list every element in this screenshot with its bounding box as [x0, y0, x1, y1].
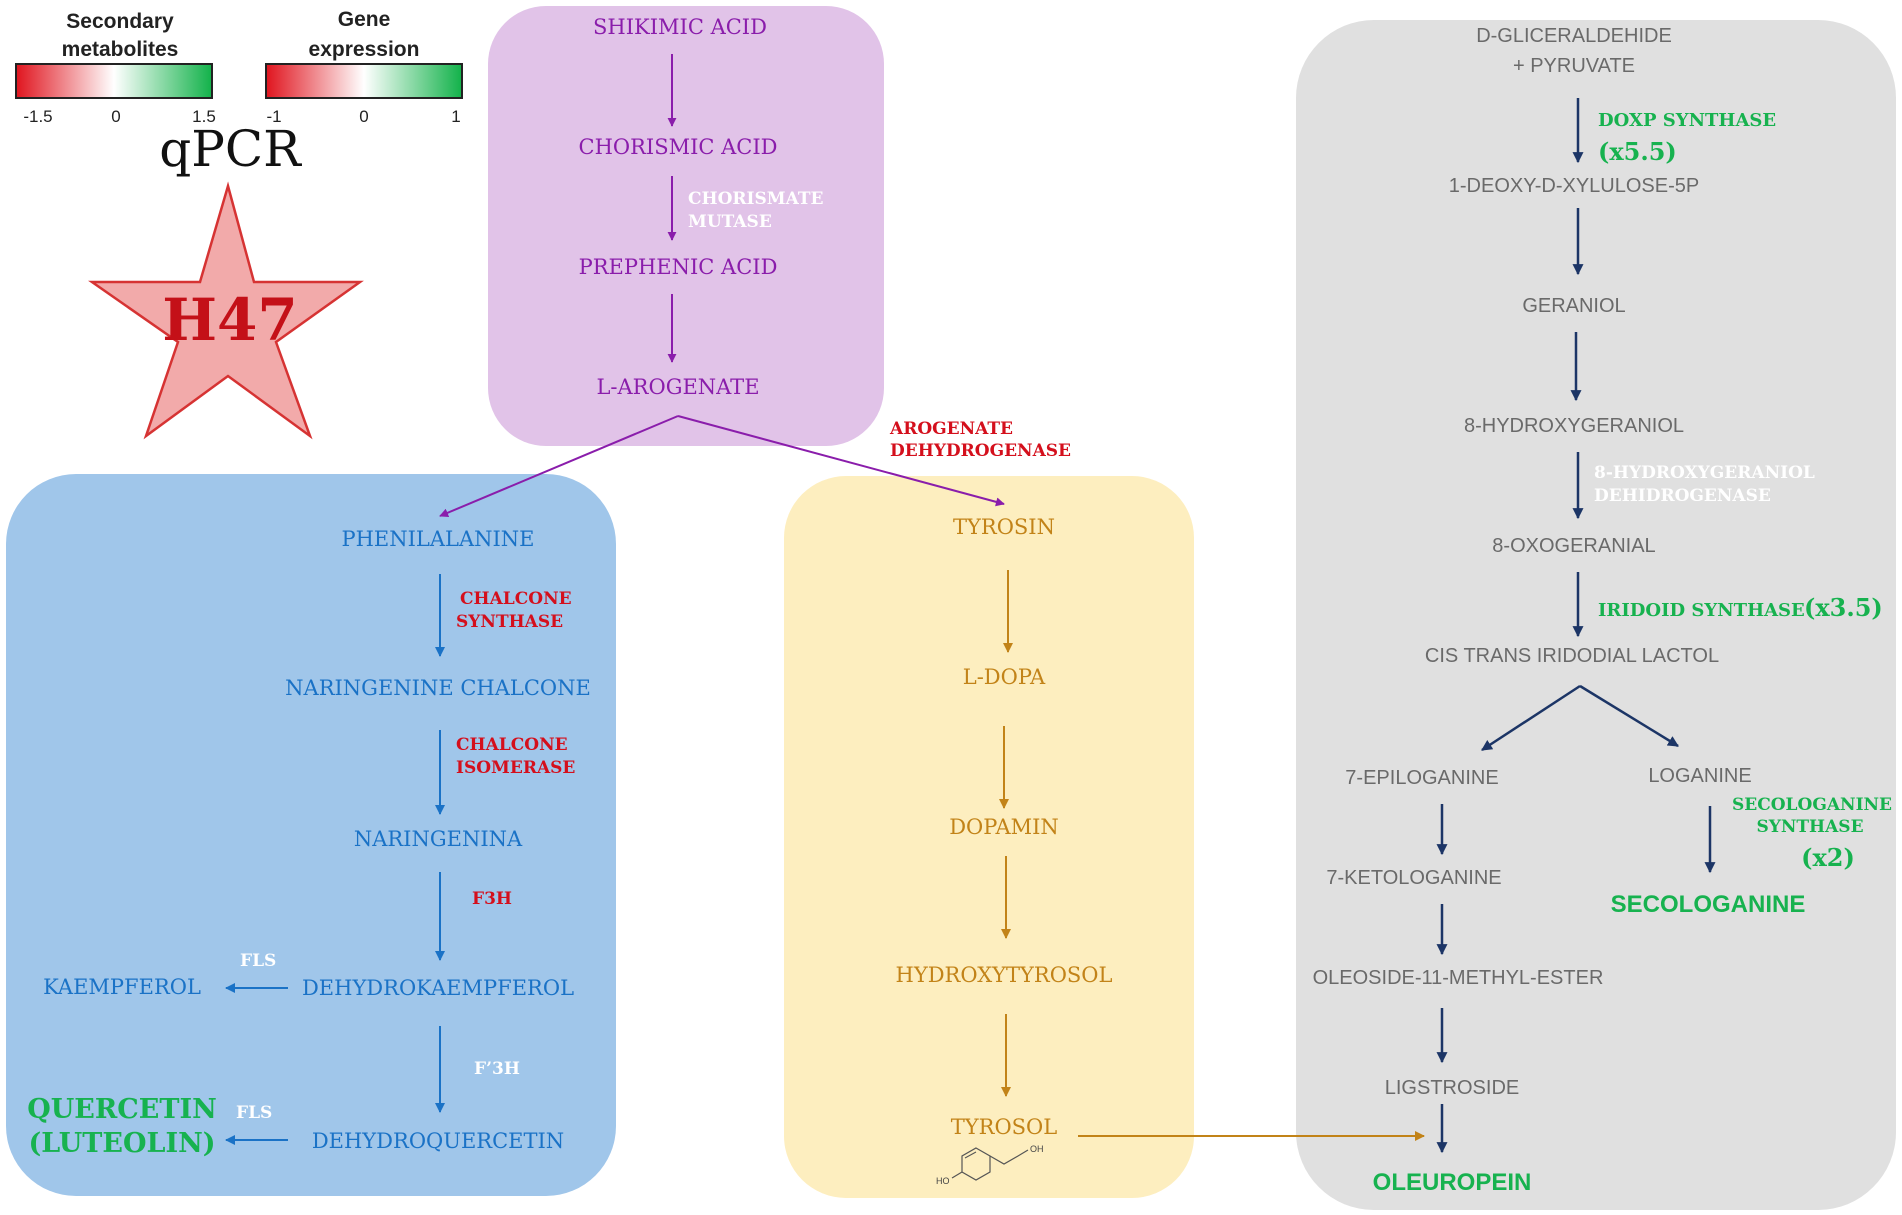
legend-gene-expression: Gene expression -1 0 1	[265, 8, 463, 126]
side-chain	[989, 1149, 1029, 1165]
metabolite-ligstroside: LIGSTROSIDE	[1385, 1077, 1519, 1099]
enzyme-chalcone-isomerase-line2: ISOMERASE	[456, 758, 575, 778]
metabolite-ketologanine: 7-KETOLOGANINE	[1326, 867, 1501, 889]
metabolite-loganine: LOGANINE	[1648, 765, 1751, 787]
enzyme-arogenate-dh-line1: AROGENATE	[889, 419, 1013, 439]
arrow-iridodial-epiloganine	[1481, 684, 1581, 752]
enzyme-arogenate-dh-line2: DEHYDROGENASE	[890, 441, 1071, 461]
sample-star: H47	[88, 181, 364, 440]
metabolite-tyrosol: TYROSOL	[951, 1115, 1058, 1139]
shikimate-pathway: SHIKIMIC ACID CHORISMIC ACID CHORISMATE …	[439, 15, 1071, 518]
phenylpropanoid-pathway-box	[6, 474, 616, 1196]
metabolite-secologanine: SECOLOGANINE	[1611, 891, 1806, 918]
enzyme-iridoid-synthase: IRIDOID SYNTHASE	[1598, 600, 1805, 621]
enzyme-doxp-synthase: DOXP SYNTHASE	[1598, 110, 1776, 131]
legend-secondary-metabolites: Secondary metabolites -1.5 0 1.5	[15, 10, 216, 126]
legend-title-line2: expression	[309, 38, 420, 61]
tyrosol-structure: OH HO	[936, 1144, 1044, 1186]
shikimate-pathway-box	[488, 6, 884, 446]
scale-tick-max: 1.5	[192, 107, 216, 126]
scale-tick-mid: 0	[359, 107, 368, 126]
metabolite-dehydrokaempferol: DEHYDROKAEMPFEROL	[302, 976, 574, 1000]
metabolite-dehydroquercetin: DEHYDROQUERCETIN	[312, 1129, 564, 1153]
metabolite-oleoside: OLEOSIDE-11-METHYL-ESTER	[1313, 967, 1604, 989]
metabolite-gliceraldehide-line1: D-GLICERALDEHIDE	[1476, 25, 1672, 47]
metabolite-oxogeranial: 8-OXOGERANIAL	[1492, 535, 1655, 557]
enzyme-secologanine-synthase-line1: SECOLOGANINE	[1732, 795, 1892, 815]
tyrosol-pathway-box	[784, 476, 1194, 1198]
metabolite-deoxy-xylulose: 1-DEOXY-D-XYLULOSE-5P	[1449, 175, 1699, 197]
metabolite-hydroxytyrosol: HYDROXYTYROSOL	[896, 963, 1113, 987]
metabolite-quercetin-line1: QUERCETIN	[27, 1094, 217, 1125]
enzyme-iridoid-fold-change: (x3.5)	[1804, 593, 1883, 622]
color-scale-bar	[265, 63, 463, 99]
enzyme-secologanine-synthase-line2: SYNTHASE	[1756, 817, 1863, 837]
ho-bond	[951, 1171, 963, 1179]
metabolite-l-arogenate: L-AROGENATE	[596, 375, 759, 399]
ring-inner-bond	[964, 1151, 977, 1159]
enzyme-hgd-line1: 8-HYDROXYGERANIOL	[1594, 463, 1815, 483]
structure-ho-label: HO	[936, 1176, 950, 1186]
structure-oh-label: OH	[1030, 1144, 1044, 1154]
scale-tick-min: -1	[266, 107, 281, 126]
metabolite-l-dopa: L-DOPA	[963, 665, 1046, 689]
legend-title-line1: Secondary	[66, 10, 174, 33]
metabolite-quercetin-line2: (LUTEOLIN)	[28, 1128, 215, 1159]
arrow-iridodial-loganine	[1579, 684, 1679, 748]
star-icon	[88, 181, 364, 440]
phenylpropanoid-pathway: PHENILALANINE CHALCONE SYNTHASE NARINGEN…	[27, 527, 591, 1159]
metabolite-epiloganine: 7-EPILOGANINE	[1345, 767, 1498, 789]
scale-tick-max: 1	[451, 107, 460, 126]
method-label: qPCR	[159, 120, 302, 178]
metabolite-geraniol: GERANIOL	[1522, 295, 1625, 317]
metabolite-hydroxygeraniol: 8-HYDROXYGERANIOL	[1464, 415, 1684, 437]
enzyme-hgd-line2: DEHIDROGENASE	[1594, 486, 1771, 506]
sample-label: H47	[162, 286, 298, 354]
metabolite-tyrosin: TYROSIN	[953, 515, 1055, 539]
enzyme-chorismate-mutase-line2: MUTASE	[688, 212, 772, 232]
metabolite-dopamin: DOPAMIN	[949, 815, 1059, 839]
enzyme-doxp-fold-change: (x5.5)	[1598, 137, 1677, 166]
metabolite-naringenine-chalcone: NARINGENINE CHALCONE	[285, 676, 591, 700]
metabolite-chorismic-acid: CHORISMIC ACID	[579, 135, 778, 159]
scale-tick-mid: 0	[111, 107, 120, 126]
enzyme-f3prime-h: F’3H	[474, 1059, 520, 1079]
metabolite-kaempferol: KAEMPFEROL	[43, 975, 201, 999]
enzyme-chalcone-synthase-line2: SYNTHASE	[456, 612, 563, 632]
tyrosol-pathway: TYROSIN L-DOPA DOPAMIN HYDROXYTYROSOL TY…	[896, 515, 1425, 1186]
metabolite-phenilalanine: PHENILALANINE	[341, 527, 534, 551]
enzyme-chalcone-isomerase-line1: CHALCONE	[456, 735, 568, 755]
metabolite-naringenina: NARINGENINA	[354, 827, 523, 851]
metabolite-iridodial-lactol: CIS TRANS IRIDODIAL LACTOL	[1425, 645, 1719, 667]
metabolite-shikimic-acid: SHIKIMIC ACID	[593, 15, 767, 39]
metabolite-prephenic-acid: PREPHENIC ACID	[579, 255, 778, 279]
metabolite-oleuropein: OLEUROPEIN	[1373, 1169, 1532, 1196]
enzyme-fls-quercetin: FLS	[236, 1103, 272, 1123]
metabolite-gliceraldehide-line2: + PYRUVATE	[1513, 55, 1635, 77]
enzyme-chorismate-mutase-line1: CHORISMATE	[688, 189, 823, 209]
color-scale-bar	[15, 63, 213, 99]
scale-tick-min: -1.5	[23, 107, 52, 126]
legend-title-line2: metabolites	[62, 38, 179, 61]
arrow-arogenate-tyrosin	[677, 415, 1005, 507]
secoiridoid-pathway-box	[1296, 20, 1896, 1210]
enzyme-fls-kaempferol: FLS	[240, 951, 276, 971]
enzyme-f3h: F3H	[472, 889, 512, 909]
secoiridoid-pathway: D-GLICERALDEHIDE + PYRUVATE DOXP SYNTHAS…	[1313, 25, 1892, 1196]
enzyme-chalcone-synthase-line1: CHALCONE	[460, 589, 572, 609]
legend-title-line1: Gene	[338, 8, 391, 31]
enzyme-secologanine-fold-change: (x2)	[1801, 843, 1855, 872]
arrow-arogenate-phenilalanine	[439, 415, 679, 518]
